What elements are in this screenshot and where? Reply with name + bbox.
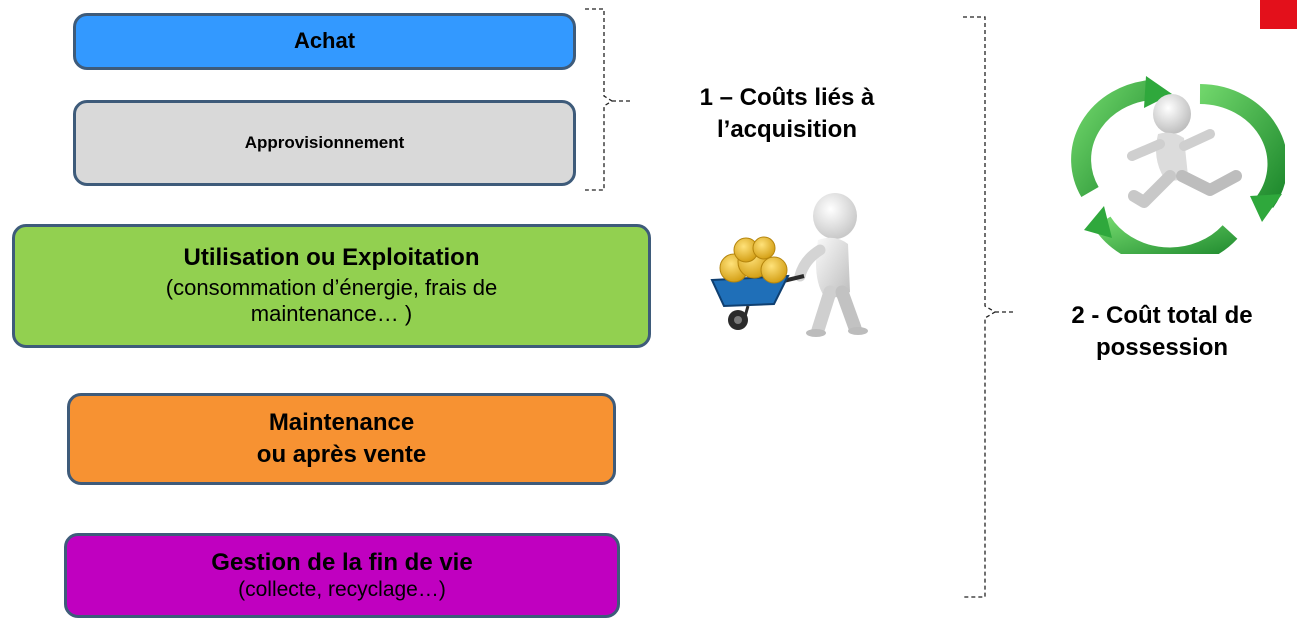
box-approvisionnement-title: Approvisionnement [244, 132, 405, 152]
box-achat: Achat [73, 13, 576, 70]
box-achat-title: Achat [293, 28, 356, 54]
box-fin-de-vie-title: Gestion de la fin de vie [211, 548, 473, 576]
box-utilisation-subtitle-1: (consommation d’énergie, frais de [165, 275, 498, 300]
label-acquisition-line1: 1 – Coûts liés à [699, 84, 875, 111]
label-acquisition: 1 – Coûts liés à l’acquisition [652, 82, 922, 147]
corner-red-square [1260, 0, 1297, 29]
bracket-possession [963, 16, 997, 598]
box-maintenance: Maintenance ou après vente [67, 393, 616, 485]
box-approvisionnement: Approvisionnement [73, 100, 576, 186]
box-maintenance-title-1: Maintenance [268, 408, 415, 436]
bracket-acquisition [585, 8, 614, 191]
recycle-runner-icon [1071, 76, 1285, 254]
box-fin-de-vie: Gestion de la fin de vie (collecte, recy… [64, 533, 620, 618]
box-utilisation-title: Utilisation ou Exploitation [183, 244, 480, 272]
wheelbarrow-coins-icon [710, 193, 868, 337]
box-maintenance-title-2: ou après vente [256, 441, 427, 468]
label-acquisition-line2: l’acquisition [716, 116, 857, 144]
label-possession-line1: 2 - Coût total de [1071, 302, 1253, 329]
label-possession: 2 - Coût total de possession [1037, 300, 1287, 365]
box-utilisation-subtitle-2: maintenance… ) [250, 301, 413, 327]
box-utilisation: Utilisation ou Exploitation (consommatio… [12, 224, 651, 348]
label-possession-line2: possession [1095, 334, 1229, 362]
box-fin-de-vie-subtitle: (collecte, recyclage…) [238, 578, 446, 602]
